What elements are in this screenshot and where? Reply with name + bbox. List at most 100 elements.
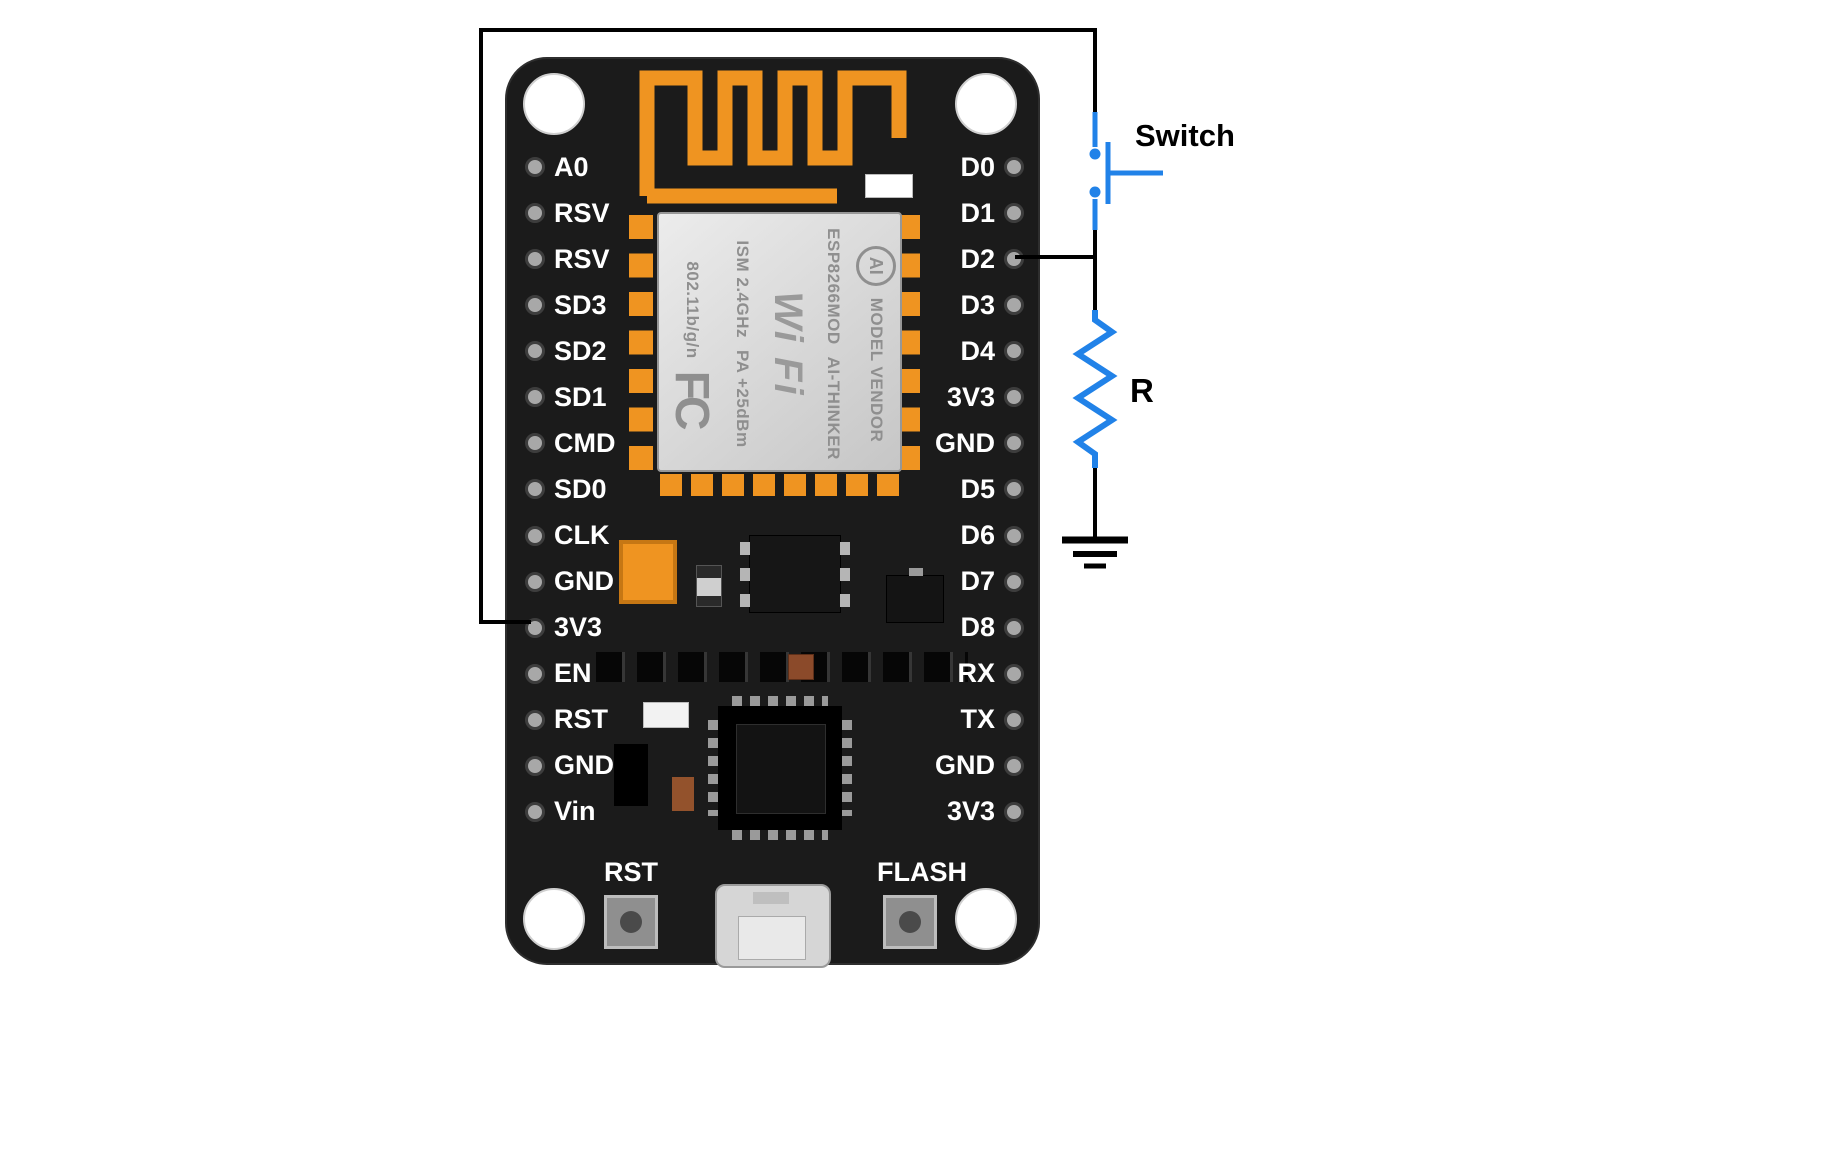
pin-D4: D4: [905, 335, 1024, 367]
pin-pad-icon: [525, 617, 545, 638]
smd-component: [643, 702, 689, 728]
pin-label: D1: [960, 197, 995, 228]
ai-logo-text: AI: [866, 256, 887, 275]
mounting-hole: [523, 888, 585, 950]
pin-label: RSV: [554, 243, 610, 274]
pin-EN: EN: [525, 658, 657, 690]
pin-label: GND: [935, 750, 995, 781]
pin-pad-icon: [525, 295, 545, 316]
pin-pad-icon: [1004, 203, 1024, 224]
ai-thinker-logo-icon: AI: [855, 245, 896, 286]
pin-D5: D5: [905, 473, 1024, 505]
pin-pad-icon: [525, 341, 545, 362]
pin-label: RST: [554, 704, 608, 735]
mounting-hole: [955, 888, 1017, 950]
pin-pad-icon: [1004, 249, 1024, 270]
pin-RSV: RSV: [525, 243, 657, 275]
pin-D8: D8: [905, 612, 1024, 644]
usb-uart-ic: [708, 696, 852, 840]
pin-label: D6: [960, 520, 995, 550]
voltage-regulator-ic: [740, 535, 850, 613]
flash-button: [883, 895, 937, 949]
pin-pad-icon: [1004, 709, 1024, 730]
smd-component: [672, 777, 694, 811]
pin-label: CLK: [554, 520, 610, 550]
pin-D0: D0: [905, 151, 1024, 183]
pin-label: D5: [960, 473, 995, 504]
usb-lip: [753, 892, 789, 904]
pin-label: SD3: [554, 289, 607, 320]
pin-GND: GND: [905, 427, 1024, 459]
pin-3V3: 3V3: [905, 381, 1024, 413]
module-spec-std: 802.11b/g/n: [682, 261, 702, 359]
pin-pad-icon: [1004, 663, 1024, 684]
pin-pad-icon: [1004, 755, 1024, 776]
pin-pad-icon: [1004, 387, 1024, 408]
silkscreen-row: ESP8266MOD AI-THINKER: [823, 228, 843, 460]
smd-resistor: [696, 565, 722, 607]
pin-label: GND: [554, 750, 614, 781]
usb-opening: [738, 916, 806, 960]
pin-D6: D6: [905, 520, 1024, 552]
nodemcu-board: AI MODEL VENDOR ESP8266MOD AI-THINKER Wi…: [505, 57, 1040, 968]
pin-pad-icon: [525, 433, 545, 454]
pin-D3: D3: [905, 289, 1024, 321]
silkscreen-row: AI MODEL VENDOR: [855, 245, 896, 443]
pin-GND: GND: [525, 566, 657, 598]
pin-label: 3V3: [946, 381, 995, 412]
pin-pad-icon: [525, 203, 545, 224]
pin-3V3: 3V3: [525, 612, 657, 644]
ground-symbol: [1062, 536, 1128, 569]
pin-pad-icon: [1004, 295, 1024, 316]
ic-pins: [840, 542, 850, 608]
pin-SD2: SD2: [525, 335, 657, 367]
pin-pad-icon: [525, 387, 545, 408]
pin-D7: D7: [905, 566, 1024, 598]
pin-label: D2: [960, 243, 995, 274]
module-spec-pa: PA +25dBm: [733, 350, 753, 448]
pin-pad-icon: [1004, 341, 1024, 362]
pin-label: D7: [960, 566, 995, 597]
module-spec-ism: ISM 2.4GHz: [733, 240, 753, 339]
pad-row: [596, 652, 968, 682]
pin-label: GND: [935, 427, 995, 458]
esp-module-silkscreen: AI MODEL VENDOR ESP8266MOD AI-THINKER Wi…: [659, 214, 900, 470]
pin-label: TX: [960, 704, 995, 735]
pin-label: Vin: [554, 796, 596, 827]
wifi-logo: Wi Fi: [766, 291, 811, 397]
pin-RST: RST: [525, 704, 657, 736]
pin-A0: A0: [525, 151, 657, 183]
pin-Vin: Vin: [525, 796, 657, 828]
pin-pad-icon: [1004, 433, 1024, 454]
micro-usb-connector: [715, 884, 831, 968]
pin-D2: D2: [905, 243, 1024, 275]
ic-pins: [708, 720, 718, 816]
pin-label: D4: [960, 335, 995, 366]
silkscreen-row: Wi Fi: [765, 291, 810, 396]
pin-pad-icon: [525, 755, 545, 776]
mounting-hole: [955, 73, 1017, 135]
ic-pins: [732, 696, 828, 706]
pin-pad-icon: [525, 525, 545, 546]
pin-label: SD2: [554, 335, 607, 366]
pin-pad-icon: [525, 571, 545, 592]
ic-pins: [740, 542, 750, 608]
module-vendor-fields: MODEL VENDOR: [866, 297, 886, 443]
pin-label: D8: [960, 612, 995, 643]
pin-RX: RX: [905, 658, 1024, 690]
pin-pad-icon: [1004, 479, 1024, 500]
pin-3V3: 3V3: [905, 796, 1024, 828]
pin-label: 3V3: [554, 612, 603, 643]
pin-GND: GND: [525, 750, 657, 782]
silkscreen-row: ISM 2.4GHz PA +25dBm: [732, 240, 752, 447]
button-cap-icon: [620, 911, 642, 933]
pin-CMD: CMD: [525, 427, 657, 459]
ic-core: [736, 724, 826, 814]
pin-pad-icon: [1004, 571, 1024, 592]
pin-pad-icon: [1004, 525, 1024, 546]
pin-pad-icon: [525, 709, 545, 730]
module-model: ESP8266MOD: [823, 228, 843, 345]
button-cap-icon: [899, 911, 921, 933]
pin-label: D0: [960, 151, 995, 182]
